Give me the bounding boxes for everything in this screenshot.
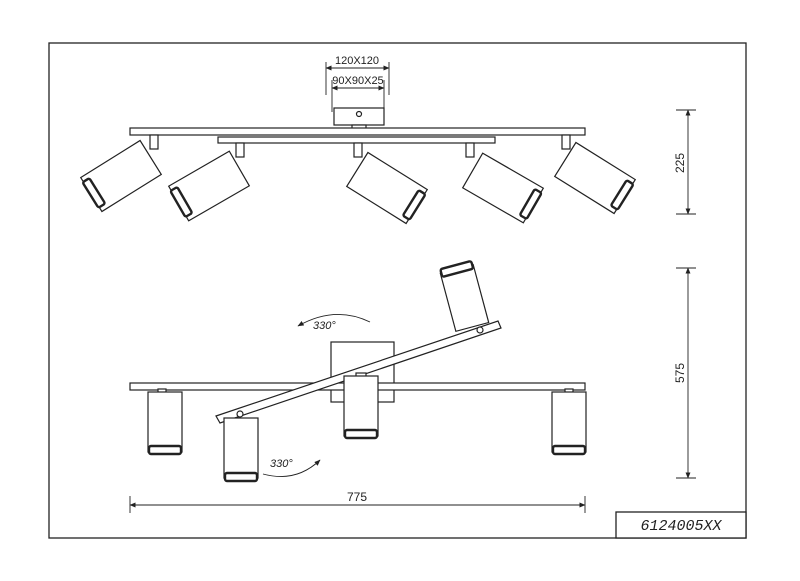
spot-front-5 — [439, 260, 490, 333]
part-number: 6124005XX — [640, 518, 722, 535]
dim-label-575: 575 — [673, 363, 687, 383]
rotation-label-upper: 330° — [313, 320, 336, 332]
part-number-box: 6124005XX — [615, 511, 747, 539]
dim-top-inner: 90X90X25 — [331, 75, 385, 112]
spot-side-3 — [345, 151, 429, 225]
dim-top-outer: 120X120 — [325, 55, 390, 95]
dim-height-front: 575 — [673, 267, 696, 479]
canopy-screw-side — [355, 110, 363, 118]
mount-stems-side — [149, 134, 571, 158]
spot-side-2 — [167, 150, 251, 222]
swivel-bar-side — [217, 136, 496, 144]
spot-side-1 — [79, 139, 163, 213]
front-view: 330° 330° 575 775 — [129, 260, 696, 513]
spot-front-4 — [551, 391, 587, 456]
drawing-frame — [48, 42, 747, 539]
spot-front-2 — [223, 417, 259, 483]
spot-side-5 — [553, 141, 637, 215]
spot-side-4 — [461, 152, 545, 224]
main-bar-side — [129, 127, 586, 136]
dim-label-120x120: 120X120 — [335, 55, 379, 67]
spot-front-3 — [343, 375, 379, 440]
rotation-label-lower: 330° — [270, 458, 293, 470]
side-view: 120X120 90X90X25 — [79, 55, 696, 225]
rotation-indicator-lower: 330° — [262, 458, 321, 477]
dim-label-225: 225 — [673, 153, 687, 173]
dim-label-90x90x25: 90X90X25 — [332, 75, 383, 87]
rotation-indicator-upper: 330° — [297, 313, 371, 332]
dim-label-775: 775 — [347, 490, 367, 504]
swivel-bar-front — [215, 320, 502, 424]
dim-width-front: 775 — [129, 490, 586, 513]
dim-height-side: 225 — [673, 109, 696, 215]
spot-front-1 — [147, 391, 183, 456]
